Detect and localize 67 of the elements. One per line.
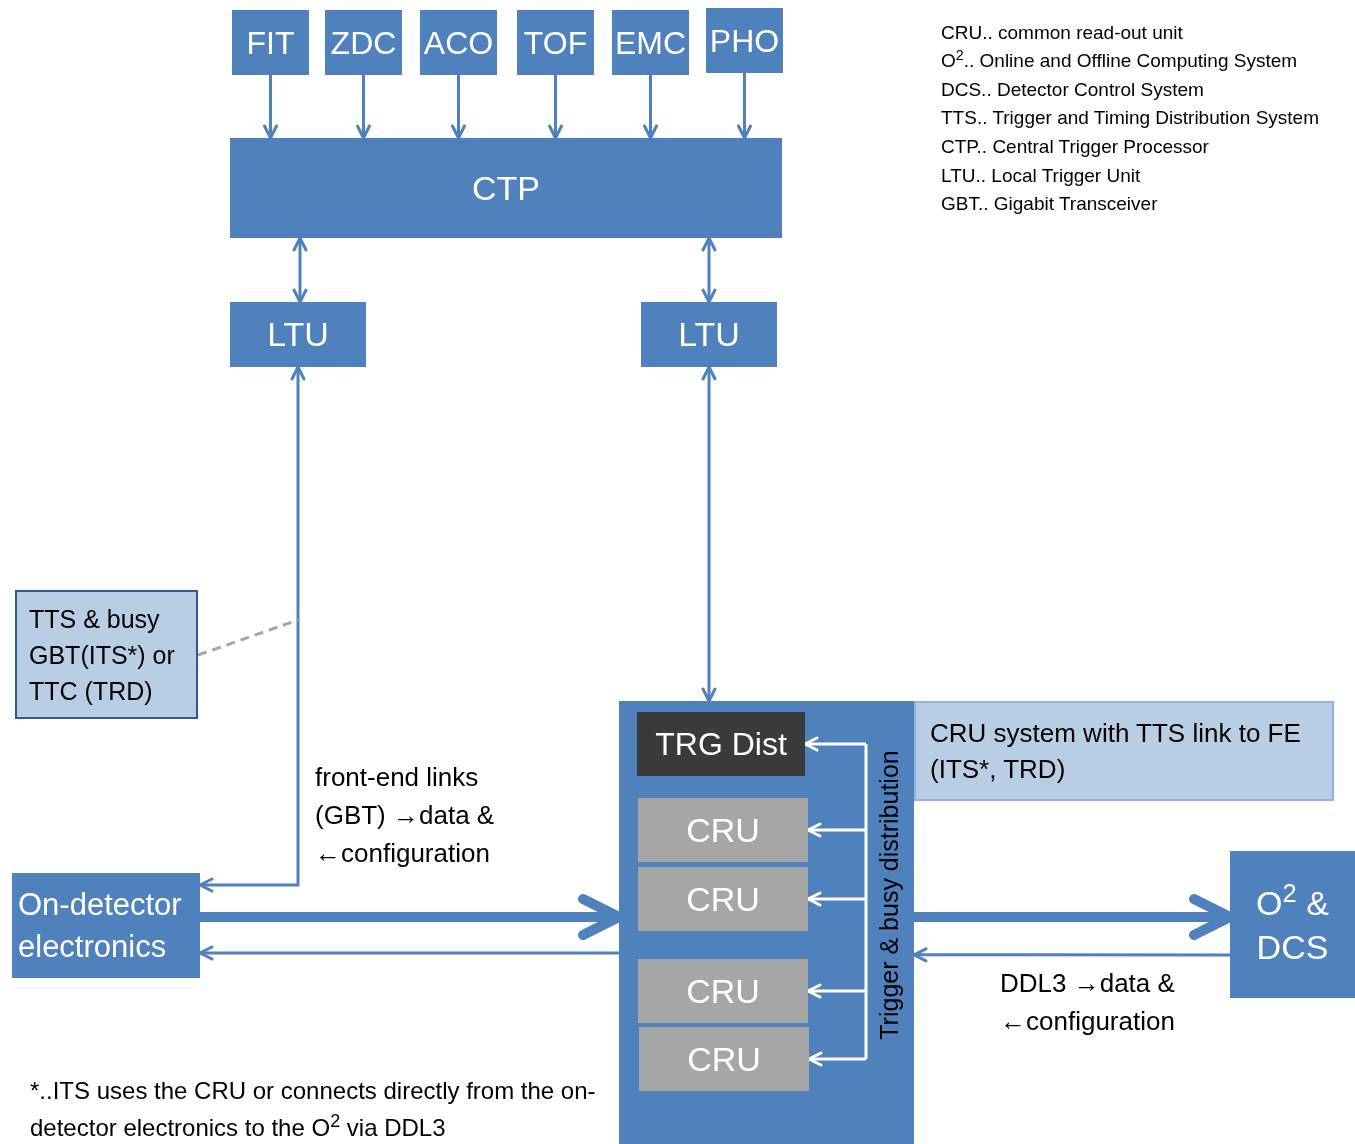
node-label: ACO: [423, 23, 494, 63]
arrow: [701, 236, 717, 304]
node-label: FIT: [246, 23, 295, 63]
arrow: [263, 75, 278, 140]
node-label: CRU: [686, 970, 760, 1012]
node-label: TRG Dist: [655, 725, 787, 764]
readout-unit-box: [638, 959, 808, 1023]
link-note: DDL3 →data & ←configuration: [1000, 967, 1176, 1038]
arrow: [198, 365, 306, 893]
node-label: TTS & busy GBT(ITS*) or TTC (TRD): [29, 603, 176, 707]
arrow: [807, 1051, 866, 1067]
node-label: LTU: [678, 314, 740, 355]
link-note: front-end links (GBT) →data & ←configuration: [315, 761, 496, 870]
readout-unit-box: [638, 867, 808, 931]
definition-text: CTP.. Central Trigger Processor: [941, 135, 1209, 159]
definition-text: TTS.. Trigger and Timing Distribution System: [941, 106, 1319, 130]
node-label: PHO: [709, 21, 780, 61]
detector-box: [517, 10, 594, 75]
caption-box: [914, 701, 1334, 801]
processor-box: [230, 138, 782, 238]
readout-unit-box: [638, 798, 808, 862]
arrow: [806, 891, 866, 907]
arrow: [806, 983, 866, 999]
definition-text: CRU.. common read-out unit: [941, 21, 1183, 45]
node-label: CRU: [686, 809, 760, 851]
trigger-unit-box: [641, 302, 777, 367]
trigger-unit-box: [230, 302, 366, 367]
arrow: [701, 365, 717, 703]
distribution-box: [637, 712, 805, 776]
arrow: [548, 75, 563, 140]
arrow: [803, 736, 866, 752]
node-label: O$^{2}$ & DCS: [1255, 880, 1330, 968]
detector-box: [612, 10, 689, 75]
arrow: [737, 73, 752, 140]
definition-text: DCS.. Detector Control System: [941, 78, 1204, 102]
cru-system-panel: [619, 701, 914, 1144]
detector-box: [325, 10, 402, 75]
note-box: [15, 590, 198, 719]
arrow: [912, 947, 1230, 963]
footnote-text: *..ITS uses the CRU or connects directly from the on-detector electronics to the O$^{2}$ via DDL3: [30, 1076, 597, 1143]
detector-box: [420, 10, 497, 75]
arrow: [292, 236, 308, 304]
node-label: CRU system with TTS link to FE (ITS*, TRD): [930, 717, 1302, 786]
panel-label: Trigger & busy distribution: [874, 749, 904, 1042]
bus-line: [864, 744, 868, 1059]
computing-box: [1230, 851, 1355, 998]
definition-text: O$^{2}$.. Online and Offline Computing System: [941, 47, 1298, 73]
arrow: [643, 75, 658, 140]
detector-box: [232, 10, 309, 75]
node-label: CTP: [472, 167, 540, 209]
leader-line: [197, 618, 299, 657]
detector-box: [706, 8, 783, 73]
arrow: [806, 822, 866, 838]
node-label: TOF: [523, 23, 588, 63]
arrow: [451, 75, 466, 140]
definition-text: GBT.. Gigabit Transceiver: [941, 192, 1158, 216]
arrow: [356, 75, 371, 140]
arrow: [198, 945, 619, 961]
node-label: LTU: [267, 314, 329, 355]
node-label: CRU: [686, 878, 760, 920]
electronics-box: [12, 873, 200, 978]
definition-text: LTU.. Local Trigger Unit: [941, 164, 1141, 188]
node-label: CRU: [687, 1038, 761, 1080]
node-label: On-detector electronics: [18, 885, 183, 966]
node-label: EMC: [614, 23, 687, 63]
readout-unit-box: [639, 1027, 809, 1091]
node-label: ZDC: [330, 23, 397, 63]
